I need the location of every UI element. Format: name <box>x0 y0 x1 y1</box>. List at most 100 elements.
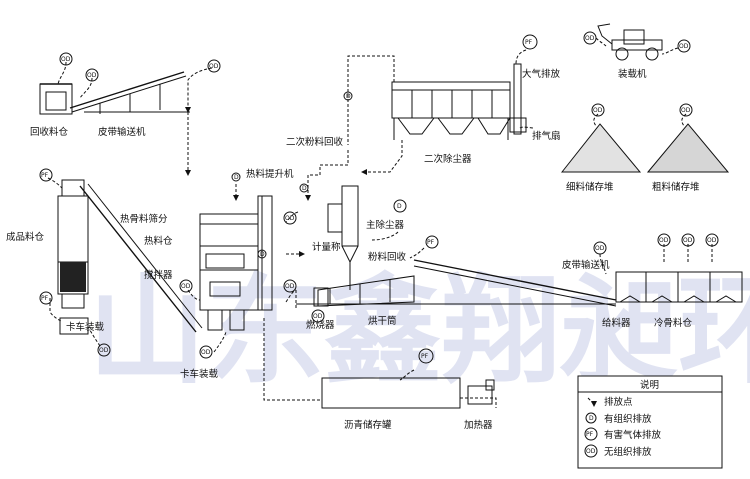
flow-line <box>361 140 403 175</box>
marker-pf: PF <box>418 348 434 364</box>
legend-item-unorganized: OD 无组织排放 <box>584 444 652 458</box>
label-dryer: 烘干筒 <box>368 315 397 327</box>
svg-text:PF: PF <box>421 353 429 360</box>
svg-text:D: D <box>346 93 351 100</box>
legend-item-harmful-gas: PF 有害气体排放 <box>584 427 662 441</box>
marker-od: OD <box>583 31 597 45</box>
legend-title: 说明 <box>640 379 659 391</box>
svg-text:OD: OD <box>585 35 595 42</box>
legend: 说明 排放点 D 有组织排放 PF 有害气体排放 OD 无组织排放 <box>577 375 723 469</box>
label-main-dust: 主除尘器 <box>366 219 405 231</box>
marker-od: OD <box>679 103 693 117</box>
emission-line <box>661 47 679 55</box>
svg-text:OD: OD <box>285 215 295 222</box>
heater-unit <box>467 379 495 405</box>
svg-text:OD: OD <box>181 283 191 290</box>
marker-d: D <box>257 249 267 259</box>
label-cold-bin: 冷骨料仓 <box>654 317 693 329</box>
emission-line <box>681 113 687 127</box>
marker-d: D <box>299 183 309 193</box>
label-top-belt: 皮带输送机 <box>98 126 146 138</box>
top-belt-conveyor <box>69 71 190 114</box>
label-coarse-pile: 粗料储存堆 <box>652 181 700 193</box>
svg-text:OD: OD <box>679 43 689 50</box>
emission-line <box>57 61 67 85</box>
emission-line <box>409 247 425 259</box>
emission-line <box>371 231 399 241</box>
marker-od: OD <box>705 233 719 247</box>
marker-od: OD <box>657 233 671 247</box>
label-secondary-powder: 二次粉料回收 <box>286 136 344 148</box>
emission-line <box>399 369 415 381</box>
dryer-drum <box>313 275 415 307</box>
svg-text:有害气体排放: 有害气体排放 <box>604 429 662 441</box>
secondary-dust-collector <box>391 63 527 140</box>
svg-text:排放点: 排放点 <box>604 396 633 408</box>
svg-text:D: D <box>260 251 265 258</box>
label-burner: 燃烧器 <box>306 319 335 331</box>
svg-text:OD: OD <box>99 347 109 354</box>
label-heater: 加热器 <box>464 419 493 431</box>
marker-d: D <box>231 172 241 182</box>
svg-text:PF: PF <box>525 39 533 46</box>
skip-conveyor <box>79 183 203 333</box>
label-product-bin: 成品料仓 <box>6 231 45 243</box>
marker-od: OD <box>283 279 297 293</box>
svg-text:PF: PF <box>41 172 49 179</box>
svg-text:PF: PF <box>41 295 49 302</box>
marker-d: D <box>393 199 407 213</box>
marker-od: OD <box>199 345 213 359</box>
label-powder-return: 粉料回收 <box>368 251 407 263</box>
label-fine-pile: 细料储存堆 <box>566 181 614 193</box>
emission-line <box>49 298 63 323</box>
emission-line <box>519 126 535 129</box>
feed-belt-conveyor <box>296 259 617 307</box>
marker-d: D <box>343 91 353 101</box>
svg-text:无组织排放: 无组织排放 <box>604 446 652 458</box>
label-atmosphere: 大气排放 <box>522 68 561 80</box>
svg-text:OD: OD <box>586 448 596 455</box>
coarse-aggregate-pile <box>646 123 730 173</box>
emission-line <box>285 211 299 223</box>
svg-text:OD: OD <box>659 237 669 244</box>
marker-od: OD <box>593 241 607 255</box>
asphalt-tank <box>321 377 461 409</box>
marker-od: OD <box>179 279 193 293</box>
svg-text:D: D <box>589 415 594 422</box>
svg-text:D: D <box>302 185 307 192</box>
label-mixer: 搅拌器 <box>144 269 173 281</box>
svg-text:PF: PF <box>427 239 435 246</box>
marker-od: OD <box>207 59 221 73</box>
fine-aggregate-pile <box>560 123 642 173</box>
marker-od: OD <box>591 103 605 117</box>
marker-od: OD <box>97 343 111 357</box>
emission-line <box>595 37 607 47</box>
emission-line <box>89 329 101 347</box>
label-asphalt-tank: 沥青储存罐 <box>344 419 392 431</box>
svg-text:D: D <box>397 203 402 210</box>
label-recycle-bin: 回收料仓 <box>30 126 69 138</box>
emission-line <box>599 253 607 275</box>
mixing-tower <box>199 195 273 331</box>
emission-line <box>213 331 227 353</box>
emission-line <box>285 289 297 303</box>
svg-text:PF: PF <box>586 431 594 438</box>
marker-pf: PF <box>39 168 53 182</box>
label-secondary-dust: 二次除尘器 <box>424 153 472 165</box>
label-scale: 计量称 <box>312 241 341 253</box>
emission-line <box>515 49 527 65</box>
svg-text:OD: OD <box>61 56 71 63</box>
recycle-bin <box>39 83 73 115</box>
label-truck-left: 卡车装载 <box>66 321 105 333</box>
label-hot-bin: 热料仓 <box>144 235 173 247</box>
svg-text:OD: OD <box>209 63 219 70</box>
svg-text:OD: OD <box>87 72 97 79</box>
svg-text:OD: OD <box>707 237 717 244</box>
marker-pf: PF <box>522 34 538 50</box>
svg-text:D: D <box>234 174 239 181</box>
product-bin <box>57 179 89 335</box>
label-loader: 装载机 <box>618 68 647 80</box>
marker-od: OD <box>311 309 325 323</box>
marker-od: OD <box>59 52 73 66</box>
